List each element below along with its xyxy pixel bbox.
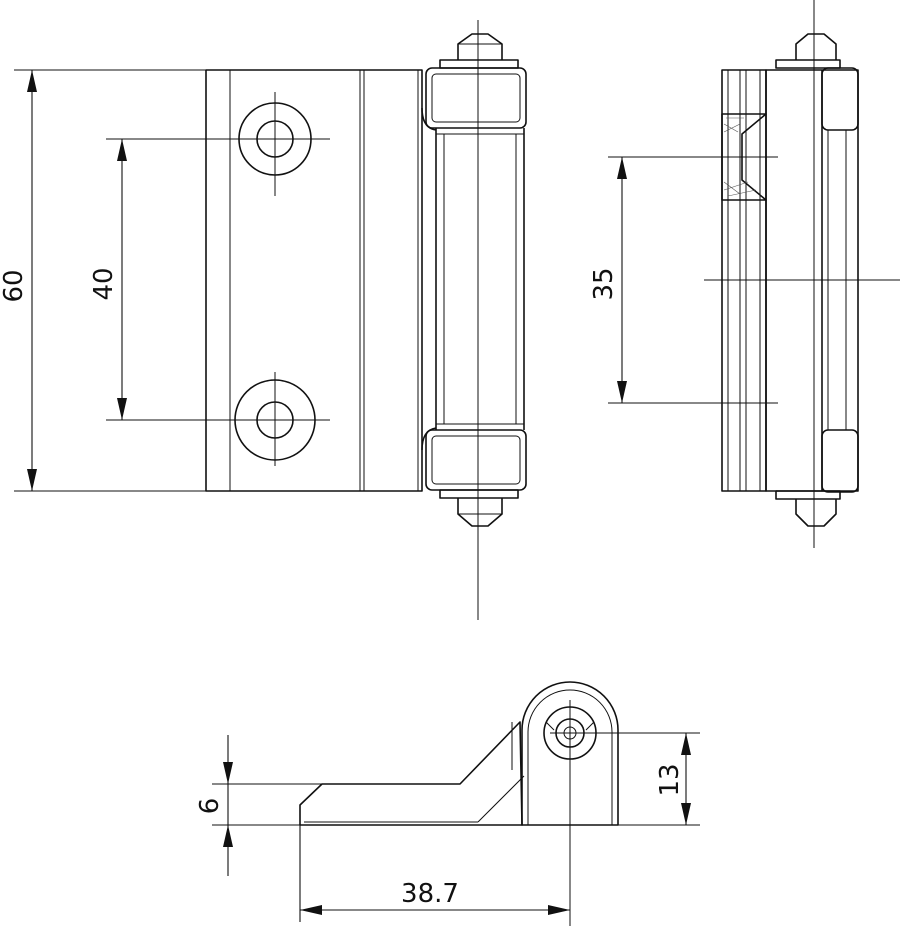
top-leaf-profile — [299, 721, 523, 826]
dim-13: 13 — [618, 733, 700, 826]
dim-38-7: 38.7 — [299, 825, 570, 922]
dim-35: 35 — [589, 156, 778, 404]
front-hole-bottom — [234, 372, 316, 466]
dim-13-label: 13 — [655, 763, 685, 796]
dim-40-label: 40 — [89, 267, 119, 300]
front-view — [205, 20, 527, 620]
dim-35-label: 35 — [589, 267, 619, 300]
dim-60: 60 — [0, 69, 206, 492]
front-hole-top — [238, 92, 312, 196]
side-view — [704, 0, 900, 548]
dim-60-label: 60 — [0, 269, 29, 302]
front-leaf — [205, 69, 423, 492]
dim-6: 6 — [195, 735, 322, 876]
dim-38-7-label: 38.7 — [401, 879, 459, 909]
top-view — [299, 681, 700, 926]
front-knuckle — [421, 33, 527, 527]
dim-40: 40 — [89, 138, 330, 421]
dim-6-label: 6 — [195, 798, 225, 815]
